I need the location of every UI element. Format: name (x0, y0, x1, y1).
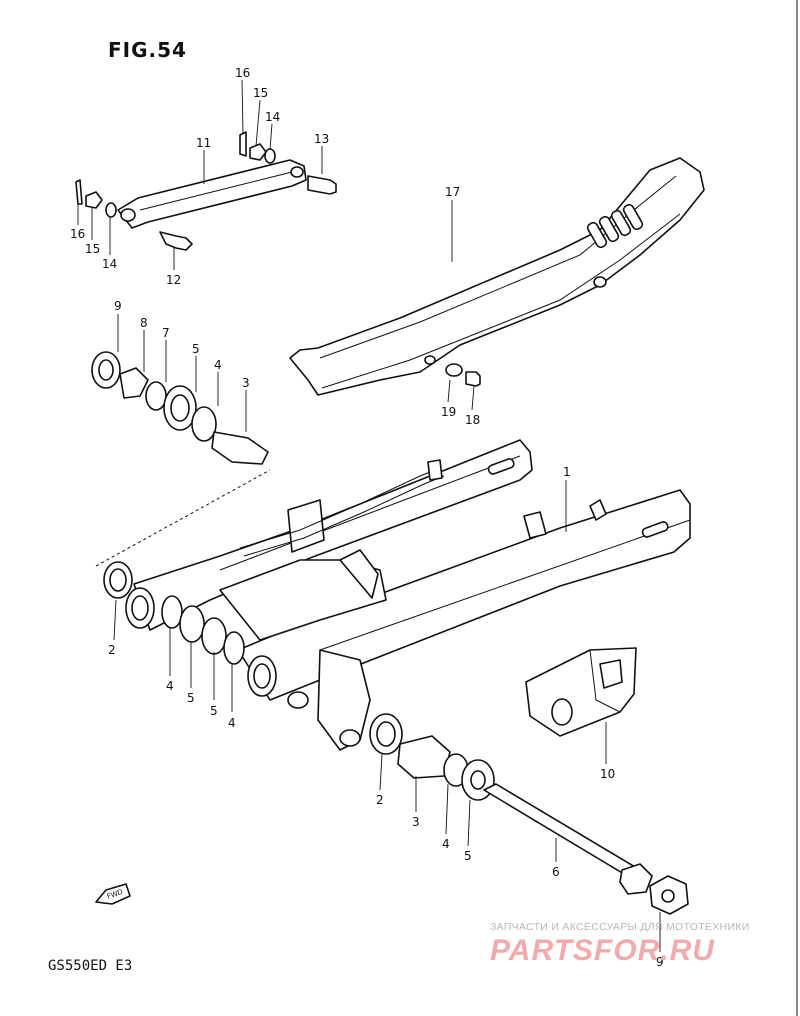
callout-5: 5 (210, 704, 218, 718)
callout-6: 6 (552, 865, 560, 879)
chain-buffer (525, 647, 637, 737)
torque-link-hardware (75, 131, 337, 251)
callout-3: 3 (412, 815, 420, 829)
watermark-tagline: ЗАПЧАСТИ И АКСЕССУАРЫ ДЛЯ МОТОТЕХНИКИ (490, 921, 750, 933)
callout-5: 5 (187, 691, 195, 705)
chain-case (289, 157, 705, 396)
callout-5: 5 (464, 849, 472, 863)
pivot-nut (649, 875, 689, 915)
callout-18: 18 (465, 413, 480, 427)
callout-3: 3 (242, 376, 250, 390)
callout-13: 13 (314, 132, 329, 146)
callout-8: 8 (140, 316, 148, 330)
left-pivot-hardware-stack (91, 351, 269, 465)
right-pivot-stack (369, 713, 495, 801)
callout-5: 5 (192, 342, 200, 356)
inner-pivot-stack (103, 561, 245, 665)
callout-9: 9 (656, 955, 664, 969)
leader-lines (77, 79, 661, 952)
callout-4: 4 (228, 716, 236, 730)
callout-4: 4 (166, 679, 174, 693)
callout-labels: 16 15 14 13 11 16 15 14 12 17 9 8 7 5 4 … (70, 66, 664, 969)
callout-12: 12 (166, 273, 181, 287)
callout-1: 1 (563, 465, 571, 479)
callout-16: 16 (235, 66, 250, 80)
callout-10: 10 (600, 767, 615, 781)
callout-16: 16 (70, 227, 85, 241)
callout-17: 17 (445, 185, 460, 199)
callout-19: 19 (441, 405, 456, 419)
model-code: GS550ED E3 (48, 958, 133, 974)
callout-15: 15 (85, 242, 100, 256)
pivot-shaft (483, 783, 653, 895)
fwd-arrow: FWD (95, 883, 131, 905)
callout-2: 2 (376, 793, 384, 807)
swingarm (125, 439, 691, 751)
torque-link (117, 159, 307, 229)
callout-14: 14 (265, 110, 280, 124)
watermark-logo: PARTSFOR.RU (490, 934, 715, 967)
figure-title: FIG.54 (108, 38, 187, 62)
callout-4: 4 (214, 358, 222, 372)
callout-11: 11 (196, 136, 211, 150)
chain-case-bolt-washer (445, 363, 481, 387)
callout-9: 9 (114, 299, 122, 313)
callout-7: 7 (162, 326, 170, 340)
callout-14: 14 (102, 257, 117, 271)
callout-2: 2 (108, 643, 116, 657)
callout-4: 4 (442, 837, 450, 851)
callout-15: 15 (253, 86, 268, 100)
